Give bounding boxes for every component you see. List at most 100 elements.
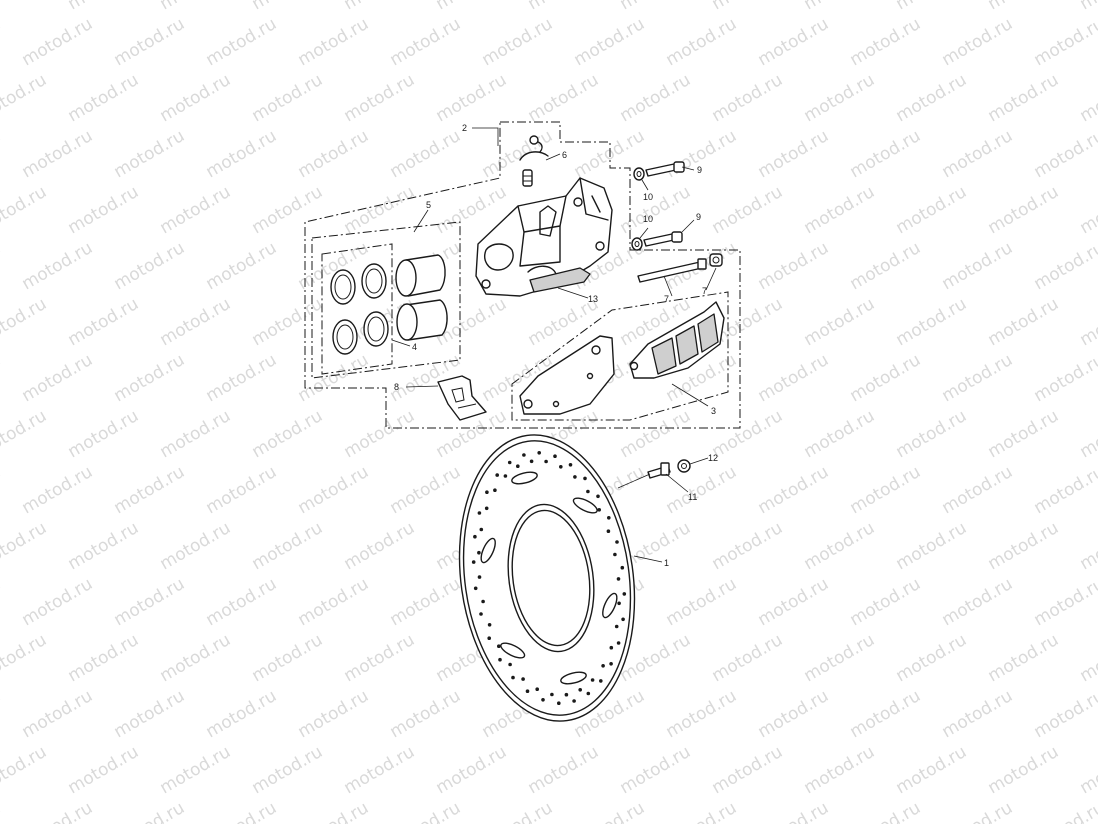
disc-hole: [477, 550, 481, 555]
watermark-text: motod.ru: [893, 518, 971, 574]
callout-10: 10: [643, 192, 653, 202]
watermark-text: motod.ru: [157, 182, 235, 238]
watermark-text: motod.ru: [157, 630, 235, 686]
watermark-text: motod.ru: [571, 14, 649, 70]
watermark-text: motod.ru: [111, 14, 189, 70]
disc-hole: [599, 679, 603, 683]
mounting-bolt-lower: [643, 231, 683, 247]
watermark-text: motod.ru: [939, 462, 1017, 518]
watermark-text: motod.ru: [847, 238, 925, 294]
watermark-text: motod.ru: [801, 294, 879, 350]
watermark-text: motod.ru: [295, 350, 373, 406]
disc-hole: [617, 601, 621, 606]
seal-set: [330, 263, 389, 355]
watermark-text: motod.ru: [755, 238, 833, 294]
watermark-text: motod.ru: [847, 126, 925, 182]
watermark-text: motod.ru: [1031, 238, 1098, 294]
watermark-text: motod.ru: [617, 406, 695, 462]
callout-9: 9: [697, 165, 702, 175]
watermark-text: motod.ru: [617, 70, 695, 126]
disc-slot: [560, 671, 587, 685]
callout-6: 6: [562, 150, 567, 160]
callout-8: 8: [394, 382, 399, 392]
watermark-text: motod.ru: [847, 798, 925, 824]
watermark-text: motod.ru: [0, 238, 4, 294]
watermark-text: motod.ru: [663, 14, 741, 70]
watermark-text: motod.ru: [111, 574, 189, 630]
watermark-text: motod.ru: [295, 574, 373, 630]
watermark-text: motod.ru: [1077, 294, 1098, 350]
disc-hole: [485, 490, 489, 495]
watermark-text: motod.ru: [65, 0, 143, 14]
watermark-text: motod.ru: [157, 294, 235, 350]
callout-labels: 2 6 9 10 10 9 5 7 7 13 4 8 3 12 11 1: [394, 123, 718, 568]
disc-hole: [622, 592, 627, 596]
watermark-text: motod.ru: [433, 0, 511, 14]
watermark-text: motod.ru: [847, 350, 925, 406]
watermark-text: motod.ru: [663, 798, 741, 824]
watermark-text: motod.ru: [525, 0, 603, 14]
pin-plug: [709, 253, 723, 267]
watermark-text: motod.ru: [801, 742, 879, 798]
watermark-text: motod.ru: [249, 294, 327, 350]
disc-hole: [550, 692, 554, 697]
watermark-text: motod.ru: [65, 630, 143, 686]
watermark-text: motod.ru: [295, 462, 373, 518]
watermark-text: motod.ru: [249, 406, 327, 462]
disc-hole: [620, 565, 625, 570]
watermark-text: motod.ru: [755, 798, 833, 824]
watermark-text: motod.ru: [709, 518, 787, 574]
watermark-text: motod.ru: [985, 70, 1063, 126]
mounting-bolt-upper: [645, 161, 685, 177]
watermark-text: motod.ru: [617, 182, 695, 238]
brake-pad-friction: [629, 301, 725, 379]
watermark-text: motod.ru: [0, 14, 4, 70]
watermark-text: motod.ru: [893, 70, 971, 126]
disc-hole: [616, 641, 621, 645]
watermark-text: motod.ru: [65, 182, 143, 238]
watermark-text: motod.ru: [1077, 406, 1098, 462]
disc-hole: [525, 689, 530, 693]
watermark-text: motod.ru: [65, 70, 143, 126]
watermark-text: motod.ru: [0, 630, 50, 686]
bleed-nipple-part: [522, 169, 533, 187]
disc-hole: [479, 527, 484, 532]
watermark-text: motod.ru: [19, 14, 97, 70]
watermark-text: motod.ru: [387, 686, 465, 742]
watermark-text: motod.ru: [985, 406, 1063, 462]
watermark-text: motod.ru: [0, 70, 50, 126]
watermark-text: motod.ru: [19, 686, 97, 742]
watermark-text: motod.ru: [1077, 70, 1098, 126]
disc-hole: [590, 678, 595, 682]
watermark-text: motod.ru: [1031, 686, 1098, 742]
watermark-text: motod.ru: [0, 0, 50, 14]
watermark-text: motod.ru: [0, 518, 50, 574]
watermark-text: motod.ru: [1077, 742, 1098, 798]
disc-hole: [606, 529, 611, 533]
brake-disc: [458, 434, 636, 722]
disc-hole: [497, 644, 501, 648]
disc-hole: [481, 599, 485, 604]
disc-hole: [535, 687, 539, 691]
watermark-text: motod.ru: [111, 238, 189, 294]
watermark-text: motod.ru: [985, 630, 1063, 686]
watermark-text: motod.ru: [295, 798, 373, 824]
watermark-text: motod.ru: [65, 294, 143, 350]
callout-2: 2: [462, 123, 467, 133]
washer-upper: [633, 167, 645, 181]
watermark-text: motod.ru: [709, 182, 787, 238]
watermark-text: motod.ru: [985, 742, 1063, 798]
watermark-text: motod.ru: [203, 798, 281, 824]
disc-hole: [498, 657, 502, 662]
watermark-text: motod.ru: [203, 462, 281, 518]
watermark-text: motod.ru: [19, 574, 97, 630]
callout-13: 13: [588, 294, 598, 304]
callout-11: 11: [688, 492, 697, 502]
watermark-text: motod.ru: [0, 462, 4, 518]
disc-hole: [522, 453, 526, 457]
watermark-text: motod.ru: [111, 686, 189, 742]
callout-1: 1: [664, 558, 669, 568]
disc-hole: [572, 699, 576, 703]
watermark-text: motod.ru: [1077, 0, 1098, 14]
